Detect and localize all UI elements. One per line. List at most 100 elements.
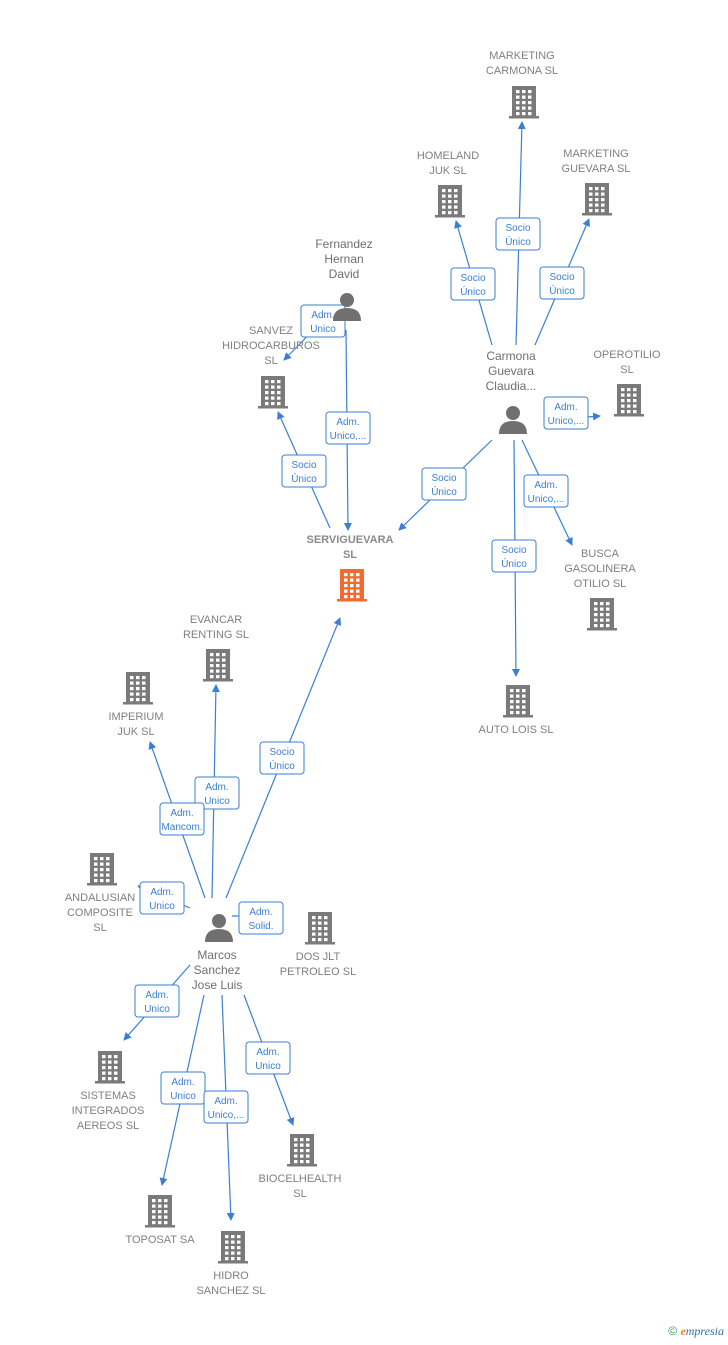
building-icon bbox=[258, 376, 288, 409]
person-icon bbox=[333, 293, 361, 321]
building-icon bbox=[509, 86, 539, 119]
relation-label[interactable]: Adm.Unico bbox=[245, 1041, 291, 1075]
relation-label-text: Único bbox=[291, 472, 317, 485]
relation-label-text: Adm. bbox=[171, 1077, 194, 1088]
relation-label[interactable]: Adm. Unico bbox=[134, 984, 180, 1018]
footer-brand[interactable]: © empresia bbox=[668, 1324, 724, 1339]
company-name-biocelhealth: BIOCELHEALTH bbox=[259, 1173, 342, 1185]
building-icon bbox=[218, 1231, 248, 1264]
person-name-marcos: Marcos bbox=[197, 948, 236, 962]
relation-label-box bbox=[281, 454, 327, 488]
person-name-fernandez: Fernandez bbox=[315, 237, 372, 251]
relation-label-box bbox=[523, 474, 569, 508]
relation-label-text: Unico,... bbox=[528, 494, 565, 505]
company-name-hidro-sanchez: SANCHEZ SL bbox=[196, 1285, 265, 1297]
relation-label-text: Único bbox=[269, 759, 295, 772]
relation-label-text: Adm. bbox=[170, 808, 193, 819]
company-name-andalusian: COMPOSITE bbox=[67, 907, 133, 919]
building-icon bbox=[145, 1195, 175, 1228]
relation-label[interactable]: Adm.Unico,... bbox=[543, 396, 589, 430]
edge-marcos-to-hidro-sanchez: Adm.Unico,... bbox=[203, 994, 249, 1221]
company-node-marketing-carmona[interactable]: MARKETING CARMONA SL bbox=[486, 50, 558, 119]
company-name-marketing-guevara: GUEVARA SL bbox=[562, 163, 631, 175]
relation-label-text: Unico,... bbox=[330, 431, 367, 442]
relation-label-text: Mancom. bbox=[161, 822, 202, 833]
company-node-operotilio[interactable]: OPEROTILIO SL bbox=[593, 349, 661, 417]
relation-label-box bbox=[194, 776, 240, 810]
relation-label[interactable]: Adm.Unico bbox=[139, 881, 185, 915]
relation-label-text: Adm. bbox=[145, 990, 168, 1001]
company-name-andalusian: ANDALUSIAN bbox=[65, 892, 135, 904]
relation-label[interactable]: Adm.Unico,... bbox=[203, 1090, 249, 1124]
relation-label[interactable]: Adm.Unico bbox=[194, 776, 240, 810]
building-icon bbox=[123, 672, 153, 705]
relation-label-box bbox=[203, 1090, 249, 1124]
company-name-sistemas: INTEGRADOS bbox=[72, 1105, 145, 1117]
company-name-busca-gasolinera: BUSCA bbox=[581, 548, 620, 560]
relation-label-text: Único bbox=[431, 485, 457, 498]
company-name-sanvez: HIDROCARBUROS bbox=[222, 340, 320, 352]
edge-marcos-to-toposat: Adm.Unico bbox=[159, 994, 206, 1186]
relation-label[interactable]: Adm.Solid. bbox=[238, 901, 284, 935]
relation-label-text: Único bbox=[460, 285, 486, 298]
company-name-marketing-carmona: CARMONA SL bbox=[486, 65, 558, 77]
person-node-carmona[interactable]: CarmonaGuevaraClaudia... bbox=[486, 349, 537, 434]
relation-label-text: Único bbox=[501, 557, 527, 570]
relation-label-text: Unico,... bbox=[208, 1110, 245, 1121]
relation-label-text: Socio bbox=[505, 223, 530, 234]
relation-label-text: Único bbox=[505, 235, 531, 248]
company-name-marketing-carmona: MARKETING bbox=[489, 50, 554, 62]
edge-fernandez-to-serviguevara: Adm.Unico,... bbox=[325, 329, 371, 531]
edge-marcos-to-imperium-juk: Adm. Mancom. bbox=[148, 741, 206, 899]
relation-label[interactable]: Adm.Unico,... bbox=[523, 474, 569, 508]
relation-label-box bbox=[159, 802, 205, 836]
company-name-operotilio: SL bbox=[620, 364, 633, 376]
company-node-toposat[interactable]: TOPOSAT SA bbox=[125, 1195, 195, 1246]
company-name-busca-gasolinera: OTILIO SL bbox=[574, 578, 627, 590]
company-name-sistemas: AEREOS SL bbox=[77, 1120, 139, 1132]
relation-label[interactable]: Adm. Mancom. bbox=[159, 802, 205, 836]
person-name-carmona: Guevara bbox=[488, 364, 534, 378]
company-name-sanvez: SANVEZ bbox=[249, 325, 293, 337]
edge-marcos-to-biocelhealth: Adm.Unico bbox=[243, 994, 295, 1126]
company-node-sistemas[interactable]: SISTEMAS INTEGRADOS AEREOS SL bbox=[72, 1051, 145, 1132]
company-name-sistemas: SISTEMAS bbox=[80, 1090, 136, 1102]
company-node-auto-lois[interactable]: AUTO LOIS SL bbox=[479, 685, 554, 736]
relation-label-box bbox=[160, 1071, 206, 1105]
person-name-fernandez: Hernan bbox=[324, 252, 363, 266]
relation-label[interactable]: Adm.Unico,... bbox=[325, 411, 371, 445]
company-name-operotilio: OPEROTILIO bbox=[593, 349, 661, 361]
relation-label[interactable]: Adm.Unico bbox=[160, 1071, 206, 1105]
building-icon bbox=[203, 649, 233, 682]
company-name-serviguevara: SERVIGUEVARA bbox=[306, 534, 393, 546]
relation-label-text: Unico bbox=[144, 1004, 170, 1015]
relation-label-text: Adm. bbox=[554, 402, 577, 413]
company-name-imperium-juk: JUK SL bbox=[117, 726, 154, 738]
relation-label-text: Adm. bbox=[150, 887, 173, 898]
relation-label-box bbox=[238, 901, 284, 935]
company-name-dos-jlt: DOS JLT bbox=[296, 951, 341, 963]
